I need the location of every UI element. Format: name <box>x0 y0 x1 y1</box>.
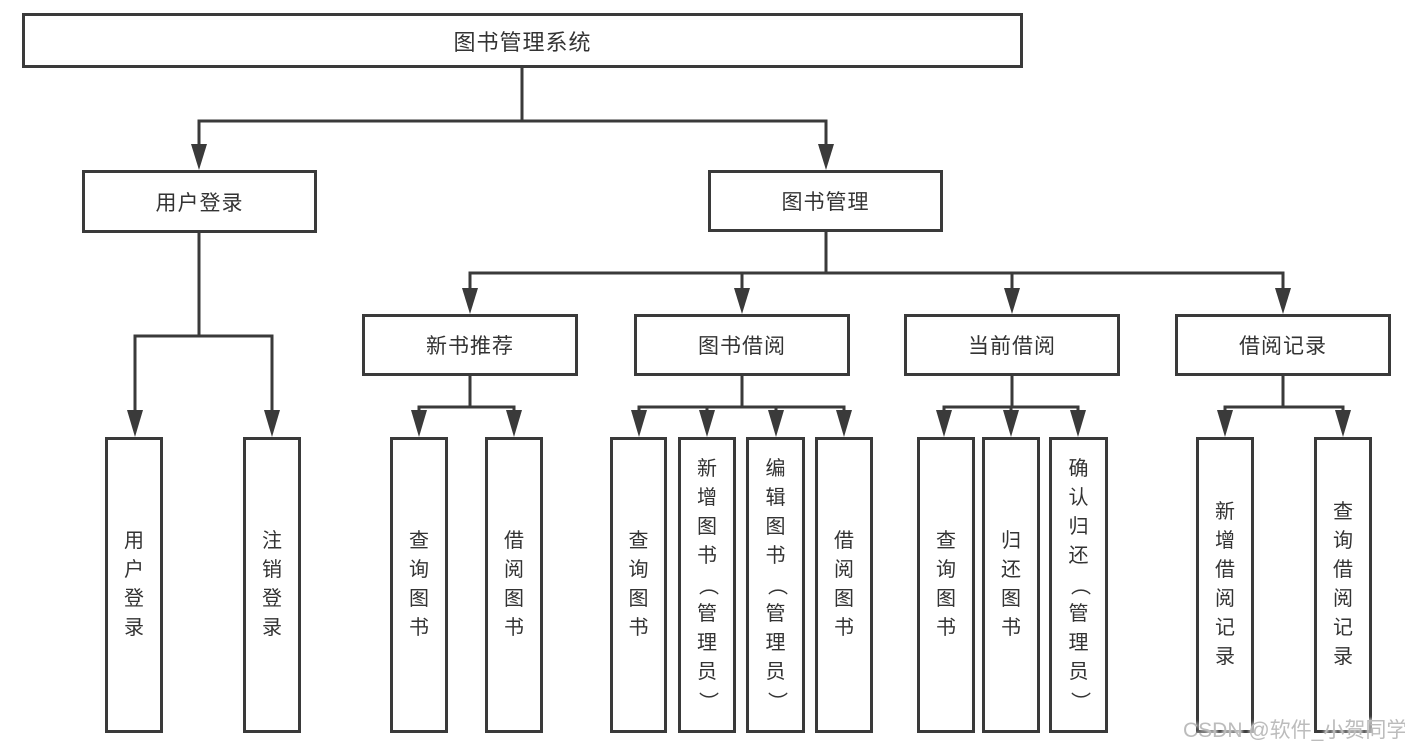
node-library-management-system: 图书管理系统 <box>22 13 1023 68</box>
leaf-current-query-books: 查询图书 <box>917 437 975 733</box>
csdn-watermark: CSDN @软件_小贺同学 <box>1183 719 1405 742</box>
leaf-recommend-query-books: 查询图书 <box>390 437 448 733</box>
node-new-book-recommend: 新书推荐 <box>362 314 578 376</box>
node-label: 图书借阅 <box>698 335 786 358</box>
leaf-borrowing-edit-books-admin: 编辑图书（管理员） <box>746 437 805 733</box>
leaf-current-return-books: 归还图书 <box>982 437 1040 733</box>
node-label: 当前借阅 <box>968 335 1056 358</box>
leaf-borrowing-query-books: 查询图书 <box>610 437 667 733</box>
node-borrow-records: 借阅记录 <box>1175 314 1391 376</box>
node-current-borrowing: 当前借阅 <box>904 314 1120 376</box>
node-label: 图书管理系统 <box>453 29 592 55</box>
leaf-records-query-record: 查询借阅记录 <box>1314 437 1372 733</box>
leaf-user-login: 用户登录 <box>105 437 163 733</box>
leaf-borrowing-borrow-books: 借阅图书 <box>815 437 873 733</box>
node-book-borrowing: 图书借阅 <box>634 314 850 376</box>
node-book-management: 图书管理 <box>708 170 943 232</box>
node-user-login: 用户登录 <box>82 170 317 233</box>
node-label: 借阅记录 <box>1239 335 1327 358</box>
leaf-borrowing-add-books-admin: 新增图书（管理员） <box>678 437 736 733</box>
node-label: 用户登录 <box>155 191 244 215</box>
leaf-records-add-record: 新增借阅记录 <box>1196 437 1254 733</box>
leaf-current-confirm-return-admin: 确认归还（管理员） <box>1049 437 1108 733</box>
leaf-recommend-borrow-books: 借阅图书 <box>485 437 543 733</box>
leaf-logout: 注销登录 <box>243 437 301 733</box>
node-label: 新书推荐 <box>426 335 514 358</box>
node-label: 图书管理 <box>781 191 870 214</box>
